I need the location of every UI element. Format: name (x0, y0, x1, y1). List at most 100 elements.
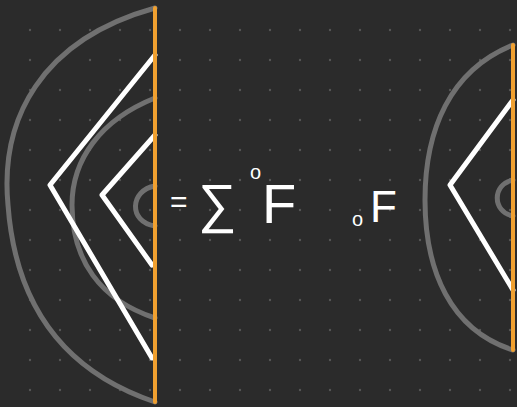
grid-dot (449, 239, 451, 241)
grid-dot (149, 239, 151, 241)
grid-dot (419, 179, 421, 181)
grid-dot (239, 89, 241, 91)
grid-dot (59, 329, 61, 331)
grid-dot (329, 269, 331, 271)
grid-dot (419, 209, 421, 211)
wave-arc (135, 186, 155, 226)
grid-dot (269, 59, 271, 61)
grid-dot (419, 29, 421, 31)
grid-dot (299, 269, 301, 271)
grid-dot (509, 299, 511, 301)
grid-dot (509, 29, 511, 31)
grid-dot (389, 239, 391, 241)
grid-dot (89, 299, 91, 301)
grid-dot (239, 179, 241, 181)
grid-dot (479, 89, 481, 91)
wave-arc (425, 45, 513, 350)
grid-dot (269, 89, 271, 91)
grid-dot (59, 299, 61, 301)
grid-dot (509, 359, 511, 361)
grid-dot (449, 209, 451, 211)
grid-dot (509, 239, 511, 241)
grid-dot (299, 29, 301, 31)
grid-dot (329, 29, 331, 31)
grid-dot (209, 359, 211, 361)
grid-dot (29, 329, 31, 331)
grid-dot (449, 269, 451, 271)
grid-dot (119, 29, 121, 31)
grid-dot (389, 119, 391, 121)
grid-dot (59, 269, 61, 271)
grid-dot (419, 359, 421, 361)
superscript-circle: o (250, 162, 261, 182)
grid-dot (59, 389, 61, 391)
grid-dot (449, 29, 451, 31)
grid-dot (269, 269, 271, 271)
grid-dot (509, 209, 511, 211)
grid-dot (89, 389, 91, 391)
grid-dot (509, 269, 511, 271)
grid-dot (89, 359, 91, 361)
grid-dot (389, 59, 391, 61)
grid-dot (299, 209, 301, 211)
grid-dot (329, 89, 331, 91)
grid-dot (359, 149, 361, 151)
grid-dot (89, 89, 91, 91)
grid-dot (389, 389, 391, 391)
grid-dot (449, 59, 451, 61)
grid-dot (119, 269, 121, 271)
grid-dot (209, 239, 211, 241)
wave-arc (72, 98, 155, 318)
grid-dot (269, 359, 271, 361)
wave-arc (450, 100, 513, 290)
grid-dot (179, 389, 181, 391)
source-line (153, 8, 157, 402)
dot-grid (29, 29, 511, 391)
wave-arc (102, 135, 155, 265)
grid-dot (329, 179, 331, 181)
grid-dot (239, 29, 241, 31)
grid-dot (119, 329, 121, 331)
grid-dot (269, 239, 271, 241)
grid-dot (29, 359, 31, 361)
grid-dot (209, 329, 211, 331)
letter-f: F (370, 185, 397, 229)
grid-dot (419, 329, 421, 331)
grid-dot (179, 359, 181, 361)
grid-dot (209, 59, 211, 61)
grid-dot (239, 149, 241, 151)
grid-dot (449, 89, 451, 91)
grid-dot (329, 299, 331, 301)
wave-arc (50, 55, 155, 358)
grid-dot (209, 29, 211, 31)
grid-dot (89, 59, 91, 61)
grid-dot (59, 239, 61, 241)
grid-dot (329, 329, 331, 331)
grid-dot (149, 209, 151, 211)
grid-dot (479, 119, 481, 121)
grid-dot (419, 389, 421, 391)
grid-dot (359, 389, 361, 391)
grid-dot (59, 89, 61, 91)
grid-dot (299, 179, 301, 181)
grid-dot (389, 149, 391, 151)
grid-dot (89, 329, 91, 331)
grid-dot (419, 269, 421, 271)
grid-dot (299, 329, 301, 331)
grid-dot (479, 209, 481, 211)
grid-dot (29, 269, 31, 271)
grid-dot (29, 179, 31, 181)
grid-dot (89, 119, 91, 121)
grid-dot (329, 239, 331, 241)
grid-dot (149, 29, 151, 31)
grid-dot (209, 299, 211, 301)
grid-dot (239, 59, 241, 61)
grid-dot (299, 59, 301, 61)
grid-dot (479, 29, 481, 31)
grid-dot (149, 179, 151, 181)
grid-dot (359, 89, 361, 91)
grid-dot (509, 329, 511, 331)
grid-dot (269, 299, 271, 301)
grid-dot (149, 269, 151, 271)
